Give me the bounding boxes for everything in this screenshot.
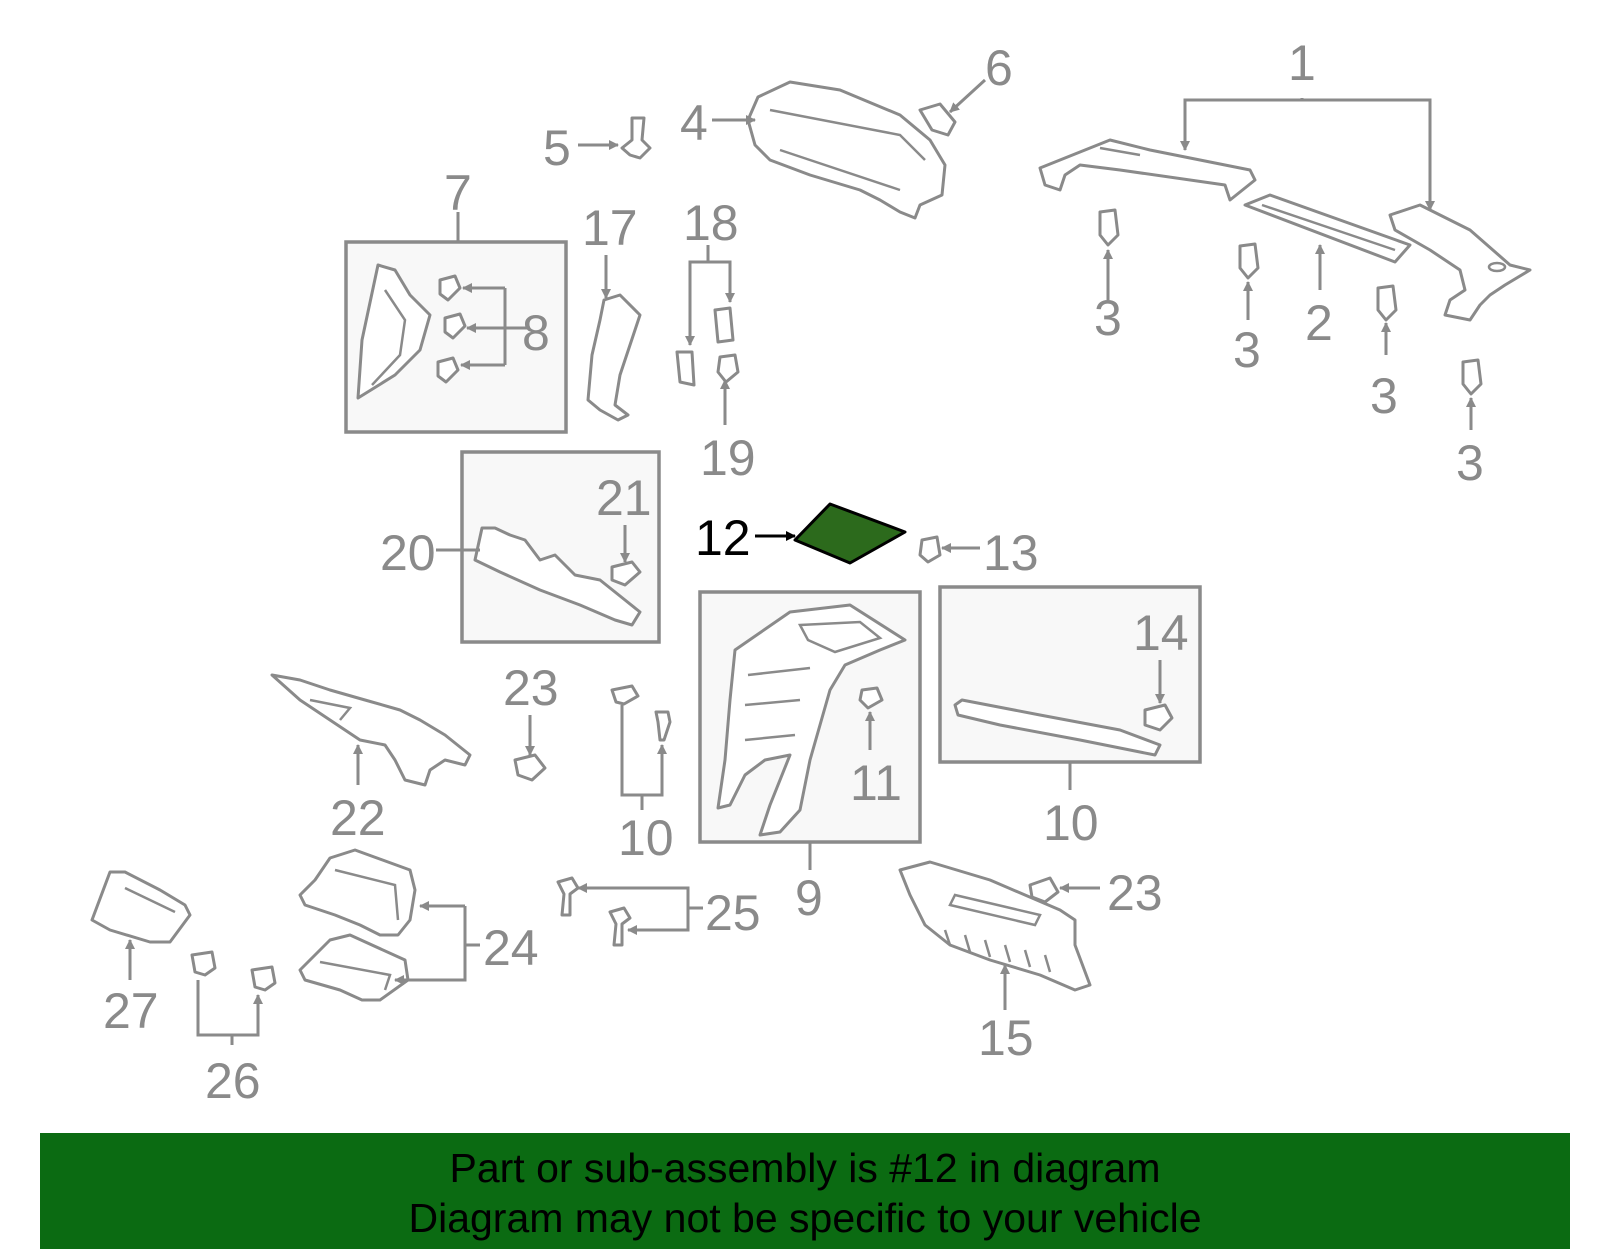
callout-4: 4 <box>680 95 708 151</box>
callout-5: 5 <box>543 120 571 176</box>
part-22-knee-panel <box>270 673 472 787</box>
part-19-lower-panel <box>473 526 642 627</box>
callout-7: 7 <box>444 165 472 221</box>
callout-8: 8 <box>522 305 550 361</box>
part-23-clip-b <box>1028 876 1060 904</box>
part-1-panels <box>1038 138 1532 322</box>
callout-2: 2 <box>1305 295 1333 351</box>
callout-3b: 3 <box>1233 322 1261 378</box>
part-10-bolts <box>610 684 672 742</box>
callout-17: 18 <box>683 195 739 251</box>
part-8-clips <box>436 274 467 384</box>
callout-21: 15 <box>978 1010 1034 1066</box>
part-5-bolt <box>620 116 652 160</box>
part-21-lower-trim <box>898 860 1092 992</box>
part-13-clip <box>918 535 942 564</box>
callout-3a: 3 <box>1094 290 1122 346</box>
callout-25: 25 <box>705 885 761 941</box>
part-16-pillar-trim <box>586 293 642 422</box>
part-27-panel <box>90 870 192 944</box>
callout-1: 1 <box>1288 35 1316 91</box>
callout-18: 19 <box>700 430 756 486</box>
part-9-center-console <box>716 603 907 837</box>
callout-6: 6 <box>985 40 1013 96</box>
callout-16: 17 <box>582 200 638 256</box>
callout-22: 22 <box>330 790 386 846</box>
part-7-side-cover <box>356 263 432 400</box>
callout-20: 21 <box>596 470 652 526</box>
callout-14: 10 <box>1043 795 1099 851</box>
callout-9: 9 <box>795 870 823 926</box>
callout-23a: 23 <box>503 660 559 716</box>
callout-26: 26 <box>205 1053 261 1109</box>
part-24-glove-box <box>298 848 417 1002</box>
callout-3d: 3 <box>1456 435 1484 491</box>
part-23-clip-a <box>513 753 547 782</box>
info-banner: Part or sub-assembly is #12 in diagram D… <box>40 1133 1570 1249</box>
callout-10: 10 <box>618 810 674 866</box>
callout-3c: 3 <box>1370 368 1398 424</box>
callout-11: 11 <box>850 755 902 811</box>
callout-15: 14 <box>1133 605 1189 661</box>
part-6-clip <box>918 102 957 137</box>
part-18-clip <box>716 353 740 384</box>
callout-19: 20 <box>380 525 436 581</box>
banner-line-1: Part or sub-assembly is #12 in diagram <box>449 1145 1161 1191</box>
part-11-clip <box>858 686 884 710</box>
callout-13: 13 <box>983 525 1039 581</box>
part-17-clips <box>675 306 735 387</box>
part-3-clips <box>1098 208 1483 396</box>
part-14-trim-strip <box>953 698 1162 757</box>
banner-line-2: Diagram may not be specific to your vehi… <box>408 1195 1202 1241</box>
part-15-clip <box>1143 703 1174 732</box>
callout-27: 27 <box>103 983 159 1039</box>
callout-24: 24 <box>483 920 539 976</box>
callout-12: 12 <box>695 510 751 566</box>
callout-23b: 23 <box>1107 865 1163 921</box>
part-26-clips <box>190 950 277 992</box>
part-25-bolts <box>556 876 632 947</box>
part-12-highlighted-panel[interactable] <box>793 502 907 565</box>
